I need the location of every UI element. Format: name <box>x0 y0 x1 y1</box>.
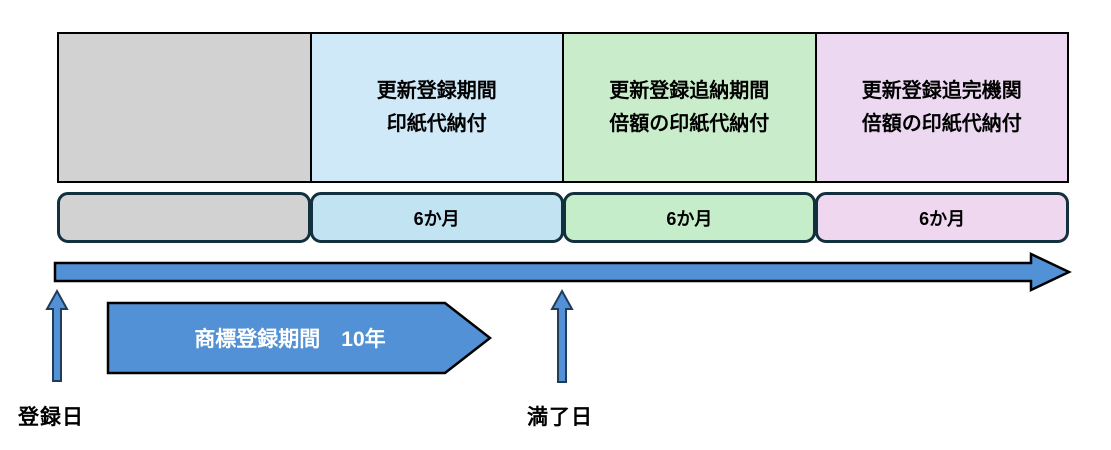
duration-cell-renewal: 6か月 <box>309 192 564 243</box>
phase-label-line2: 倍額の印紙代納付 <box>861 112 1022 135</box>
phase-cell-late-payment-period: 更新登録追納期間 倍額の印紙代納付 <box>562 32 817 183</box>
phase-cell-completion-period: 更新登録追完機関 倍額の印紙代納付 <box>814 32 1069 183</box>
duration-cell-late-payment: 6か月 <box>562 192 817 243</box>
duration-label: 6か月 <box>413 208 460 229</box>
end-date-marker-arrow-icon <box>550 288 574 383</box>
phase-label-line1: 更新登録追納期間 <box>609 79 770 102</box>
registration-period-banner <box>106 301 493 375</box>
phase-cell-initial <box>57 32 312 183</box>
duration-cell-completion: 6か月 <box>815 192 1069 243</box>
start-date-marker-arrow-icon <box>45 288 69 382</box>
start-date-label: 登録日 <box>18 406 84 429</box>
duration-row: 6か月 6か月 6か月 <box>57 192 1069 243</box>
phase-label-line2: 印紙代納付 <box>386 112 487 135</box>
registration-period-label: 商標登録期間 10年 <box>194 327 385 351</box>
phase-row: 更新登録期間 印紙代納付 更新登録追納期間 倍額の印紙代納付 更新登録追完機関 … <box>57 32 1069 183</box>
duration-label: 6か月 <box>666 208 713 229</box>
phase-label-line1: 更新登録期間 <box>376 79 497 102</box>
duration-label: 6か月 <box>919 208 966 229</box>
time-axis-arrow-icon <box>53 252 1072 292</box>
phase-label-line2: 倍額の印紙代納付 <box>609 112 770 135</box>
end-date-label: 満了日 <box>527 406 593 429</box>
phase-cell-renewal-period: 更新登録期間 印紙代納付 <box>309 32 564 183</box>
phase-label-line1: 更新登録追完機関 <box>861 79 1022 102</box>
duration-cell-initial <box>57 192 311 243</box>
